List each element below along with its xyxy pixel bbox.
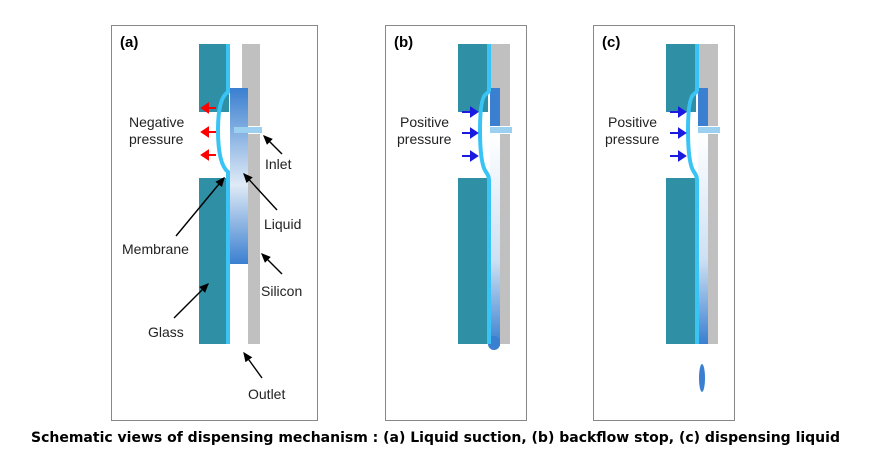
membrane-label: Membrane (122, 241, 189, 257)
membrane-pointer (175, 176, 225, 237)
panel-a-diagram: (a) Negative pressure Inlet Liquid (120, 34, 302, 402)
inlet-pointer (263, 135, 283, 155)
panel-c: (c) Positive pressure (593, 25, 735, 421)
silicon-lower (708, 134, 718, 344)
figure-caption: Schematic views of dispensing mechanism … (31, 430, 840, 446)
panel-b-diagram: (b) Positive pressure (394, 34, 512, 350)
pressure-label-line1: Positive (608, 114, 657, 130)
inlet-label: Inlet (265, 156, 292, 172)
pressure-label-line1: Positive (400, 114, 449, 130)
outlet-pointer (243, 351, 263, 379)
glass-lower (199, 178, 229, 344)
pressure-label-line2: pressure (397, 131, 452, 147)
glass-upper (199, 44, 229, 112)
glass-lower (458, 178, 488, 344)
panel-a: (a) Negative pressure Inlet Liquid (111, 25, 318, 421)
membrane (685, 44, 699, 344)
panel-b: (b) Positive pressure (385, 25, 527, 421)
negative-pressure-arrows (200, 102, 216, 161)
panel-c-diagram: (c) Positive pressure (602, 34, 720, 392)
panel-tag: (c) (602, 34, 620, 51)
liquid-chamber-upper (698, 88, 708, 126)
liquid-pointer (243, 172, 278, 211)
panel-tag: (a) (120, 34, 138, 51)
positive-pressure-arrows (462, 106, 479, 162)
pressure-label-line1: Negative (129, 114, 184, 130)
glass-label: Glass (148, 324, 184, 340)
panel-tag: (b) (394, 34, 413, 51)
glass-pointer (173, 283, 209, 319)
dispensed-droplet (699, 364, 705, 392)
liquid-chamber-upper (490, 88, 500, 126)
silicon-lower (248, 134, 260, 344)
liquid-channel (698, 134, 708, 344)
membrane (477, 44, 491, 344)
silicon-label: Silicon (261, 283, 302, 299)
inlet-channel (698, 127, 720, 133)
pressure-label-line2: pressure (129, 131, 184, 147)
membrane (215, 44, 230, 344)
glass-lower (666, 178, 696, 344)
liquid-channel (490, 134, 500, 346)
liquid-label: Liquid (264, 216, 301, 232)
inlet-channel (490, 127, 512, 133)
inlet-channel (234, 127, 262, 133)
positive-pressure-arrows (670, 106, 687, 162)
outlet-label: Outlet (248, 386, 285, 402)
silicon-lower (500, 134, 510, 344)
pressure-label-line2: pressure (605, 131, 660, 147)
silicon-pointer (261, 253, 283, 275)
